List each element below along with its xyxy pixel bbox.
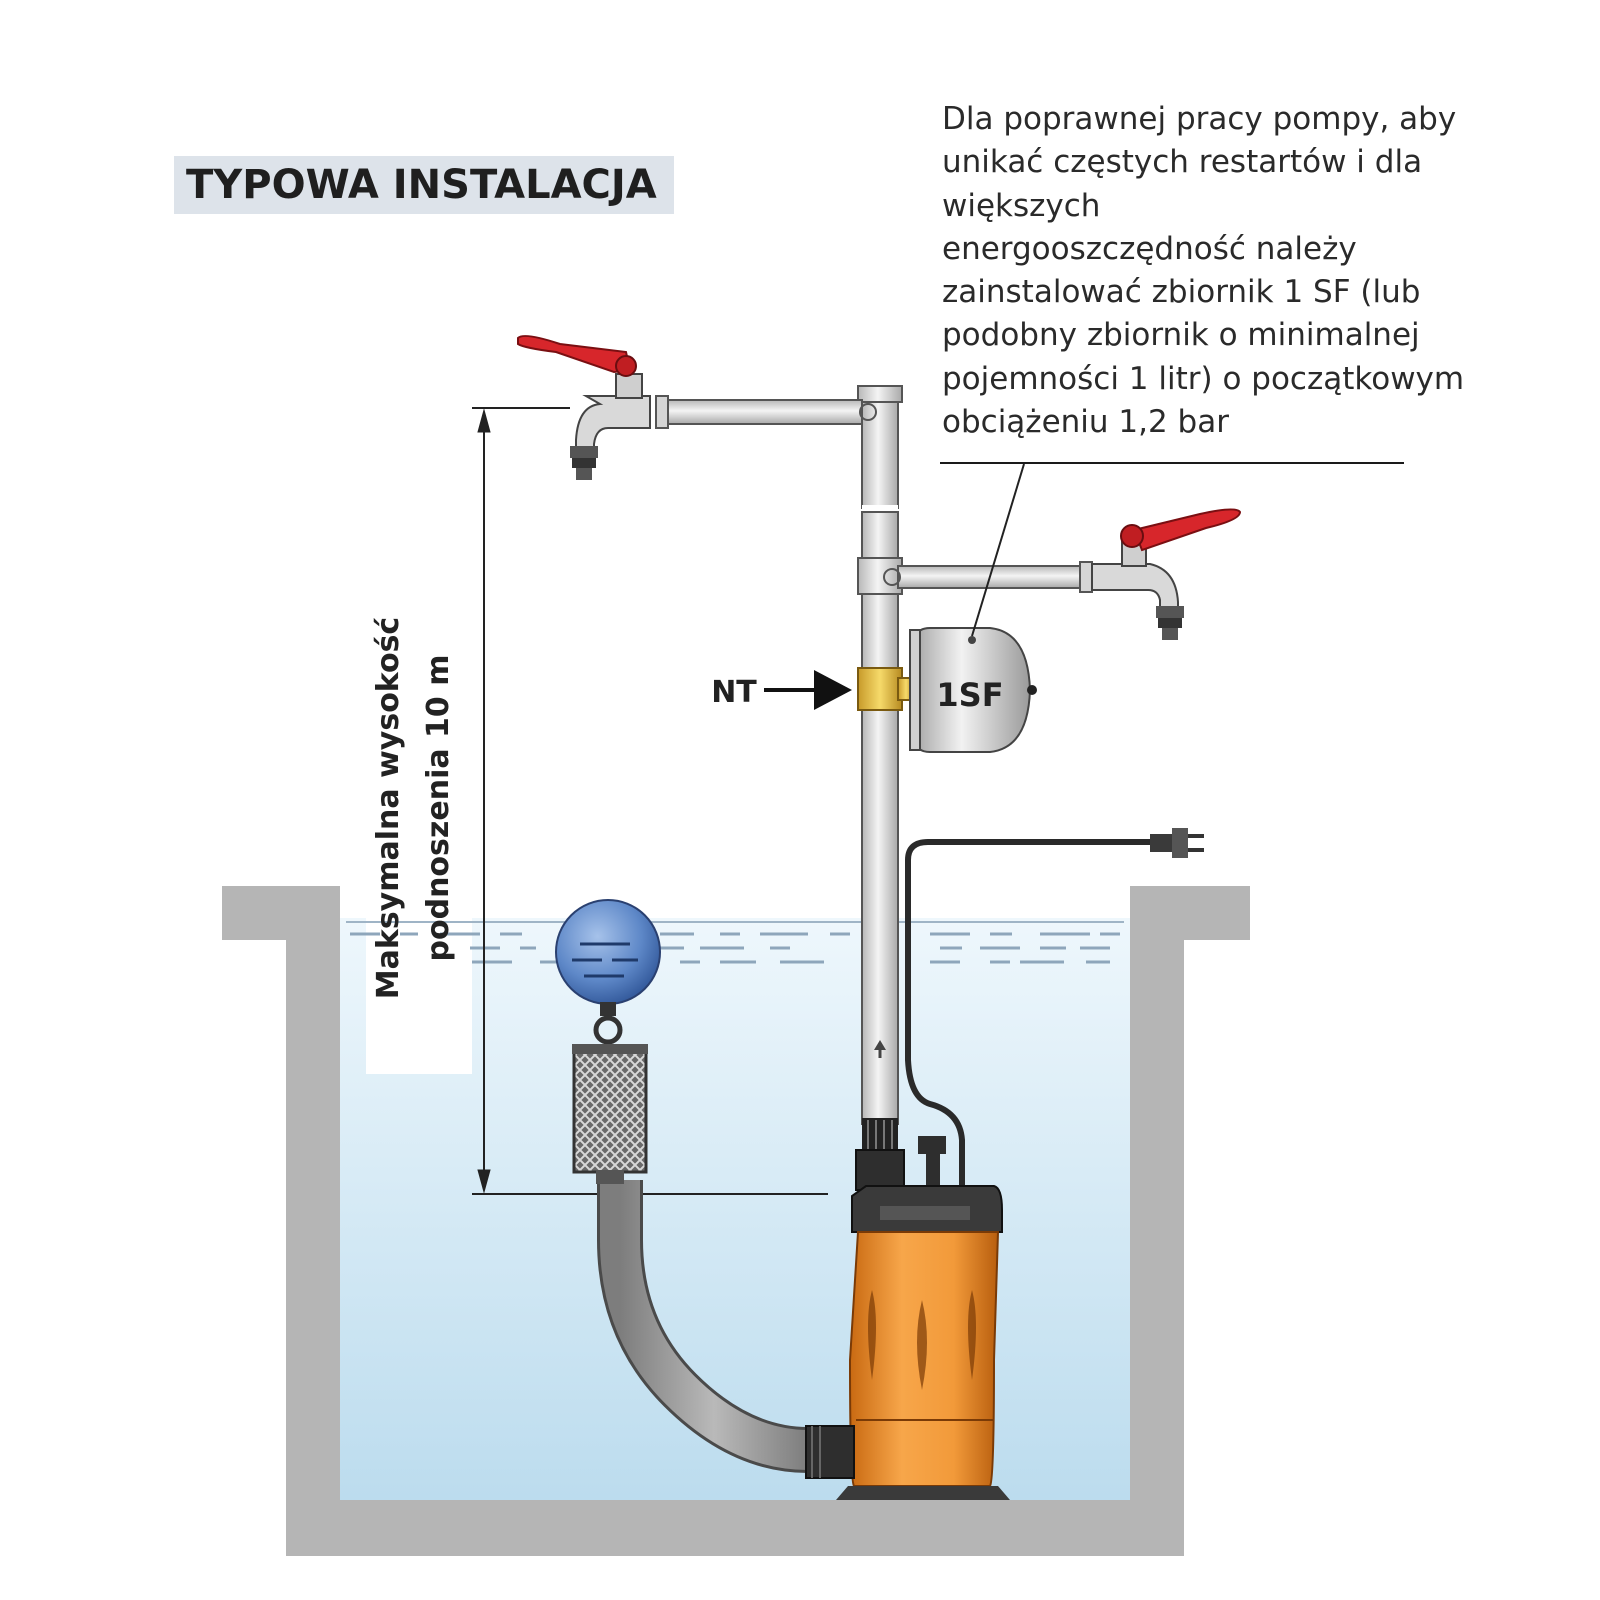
note-line: obciążeniu 1,2 bar bbox=[942, 404, 1229, 441]
height-label-line2: podnoszenia 10 m bbox=[421, 655, 456, 962]
submersible-pump bbox=[805, 1118, 1010, 1500]
riser-pipe bbox=[857, 385, 903, 1125]
basin-wall bbox=[222, 886, 1250, 1556]
note-line: podobny zbiornik o minimalnej bbox=[942, 317, 1420, 354]
height-dimension bbox=[472, 407, 828, 1195]
lower-tap-icon[interactable] bbox=[1091, 508, 1242, 640]
power-cable bbox=[905, 839, 1152, 1192]
suction-hose bbox=[597, 1180, 809, 1473]
suction-filter bbox=[572, 1044, 648, 1184]
note-line: unikać częstych restartów i dla bbox=[942, 144, 1423, 181]
plug-icon bbox=[1150, 828, 1204, 858]
nt-fitting bbox=[857, 667, 915, 711]
tank-label: 1SF bbox=[936, 676, 1003, 714]
note-line: pojemności 1 litr) o początkowym bbox=[942, 360, 1465, 397]
note-line: zainstalować zbiornik 1 SF (lub bbox=[942, 274, 1421, 311]
note-line: Dla poprawnej pracy pompy, aby bbox=[942, 101, 1457, 137]
note-line: energooszczędność należy bbox=[942, 230, 1357, 267]
nt-arrow-icon bbox=[764, 670, 852, 710]
label-backdrop bbox=[366, 918, 472, 1074]
note-line: większych bbox=[942, 187, 1101, 224]
expansion-tank bbox=[909, 627, 1037, 753]
lower-pipe bbox=[883, 561, 1093, 593]
nt-label: NT bbox=[711, 675, 757, 710]
note-underline bbox=[940, 462, 1404, 464]
upper-tap-icon[interactable] bbox=[517, 335, 651, 480]
diagram-title: TYPOWA INSTALACJA bbox=[174, 156, 674, 214]
height-label-line1: Maksymalna wysokość bbox=[371, 617, 406, 999]
upper-pipe bbox=[655, 395, 877, 429]
float-switch bbox=[555, 899, 661, 1045]
note-text: Dla poprawnej pracy pompy, aby unikać cz… bbox=[942, 98, 1502, 444]
water-surface bbox=[346, 921, 1124, 964]
note-leader-line bbox=[971, 463, 1025, 637]
